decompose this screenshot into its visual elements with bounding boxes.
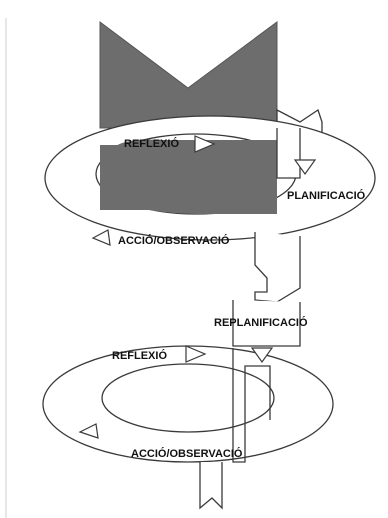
descending-band-middle [254, 232, 301, 303]
cycle2-ring-inner [101, 363, 275, 433]
cycle1-action-label: ACCIÓ/OBSERVACIÓ [118, 234, 230, 247]
cycle2-arrow-action [78, 423, 99, 439]
cycle1-arrow-action [91, 229, 111, 246]
cycle2-arrow-reflection [185, 345, 207, 363]
cycle1-planning-label: PLANIFICACIÓ [287, 189, 366, 202]
cycle1-arrow-reflection [194, 135, 216, 153]
descending-band-front [276, 128, 301, 179]
cycle2-reflection-label: REFLEXIÓ [112, 349, 167, 362]
dark-notched-banner [99, 21, 278, 129]
dark-core-lower [100, 145, 277, 214]
descending-band-lower [232, 300, 301, 347]
cycle2-arrow-planning [250, 347, 274, 364]
cycle2-shaft [232, 348, 271, 463]
cycle2-replanning-label: REPLANIFICACIÓ [214, 316, 308, 329]
cycle1-arrow-planning [293, 159, 317, 176]
bottom-tail [199, 462, 223, 510]
cycle2-action-label: ACCIÓ/OBSERVACIÓ [131, 447, 243, 460]
cycle1-reflection-label: REFLEXIÓ [124, 137, 179, 150]
